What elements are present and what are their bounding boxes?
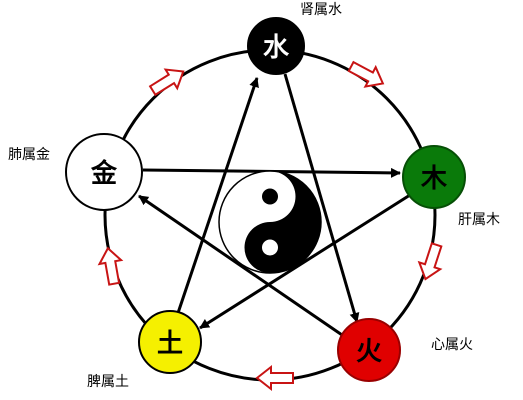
hollow-arrow-icon	[417, 242, 443, 281]
label-kidney-water: 肾属水	[300, 2, 342, 18]
generation-arrows	[97, 60, 443, 392]
node-water-circle	[247, 17, 305, 75]
node-wood: 木	[402, 145, 466, 209]
node-wood-circle	[402, 145, 466, 209]
arrow-fire-to-metal	[138, 194, 346, 339]
node-earth-circle	[138, 310, 202, 374]
label-spleen-earth: 脾属土	[87, 374, 129, 390]
arrow-earth-to-water	[176, 77, 259, 314]
node-earth-glyph: 土	[157, 329, 183, 359]
node-earth: 土	[138, 310, 202, 374]
label-heart-fire: 心属火	[431, 337, 473, 353]
yin-yang-icon	[218, 170, 322, 274]
node-water: 水	[247, 17, 305, 75]
node-metal: 金	[65, 133, 143, 211]
node-fire-glyph: 火	[356, 337, 382, 367]
hollow-arrow-icon	[97, 246, 124, 286]
node-metal-circle	[65, 133, 143, 211]
node-fire: 火	[337, 318, 401, 382]
node-water-glyph: 水	[263, 33, 290, 63]
arrow-wood-to-earth	[199, 193, 411, 330]
label-lung-metal: 肺属金	[8, 147, 50, 163]
node-metal-glyph: 金	[90, 158, 118, 189]
label-liver-wood: 肝属木	[458, 212, 500, 228]
control-arrows	[138, 73, 411, 339]
arrow-water-to-fire	[283, 73, 360, 323]
node-wood-glyph: 木	[420, 164, 447, 194]
hollow-arrow-icon	[347, 60, 385, 88]
hollow-arrow-icon	[255, 364, 294, 392]
hollow-arrow-icon	[148, 68, 185, 97]
node-fire-circle	[337, 318, 401, 382]
